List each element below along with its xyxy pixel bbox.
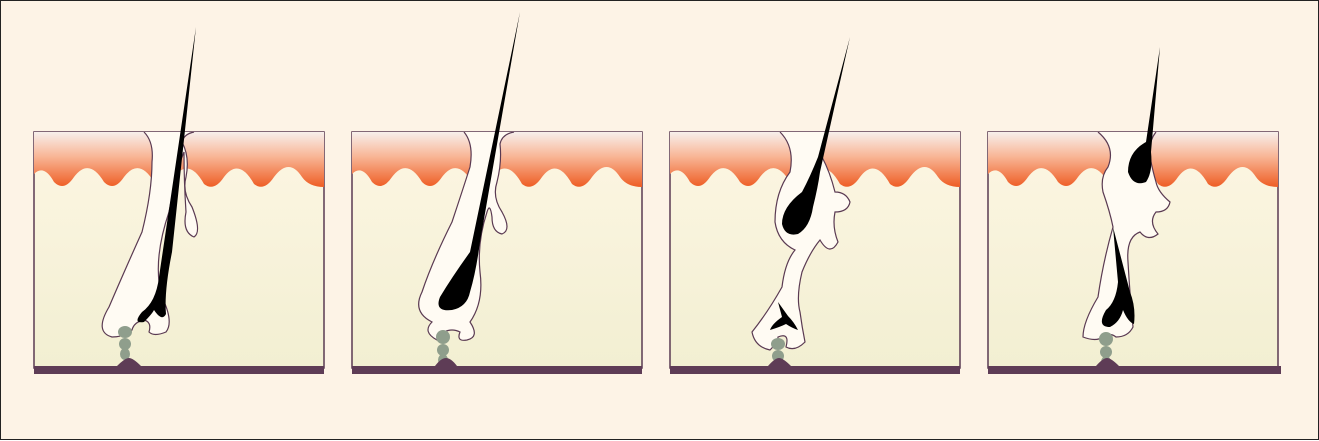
stage-1-panel [34, 27, 324, 368]
stage-4-panel [988, 47, 1278, 368]
dermal-papilla [118, 326, 132, 360]
stage-3-panel [670, 37, 960, 370]
stage-2-panel [352, 12, 642, 368]
